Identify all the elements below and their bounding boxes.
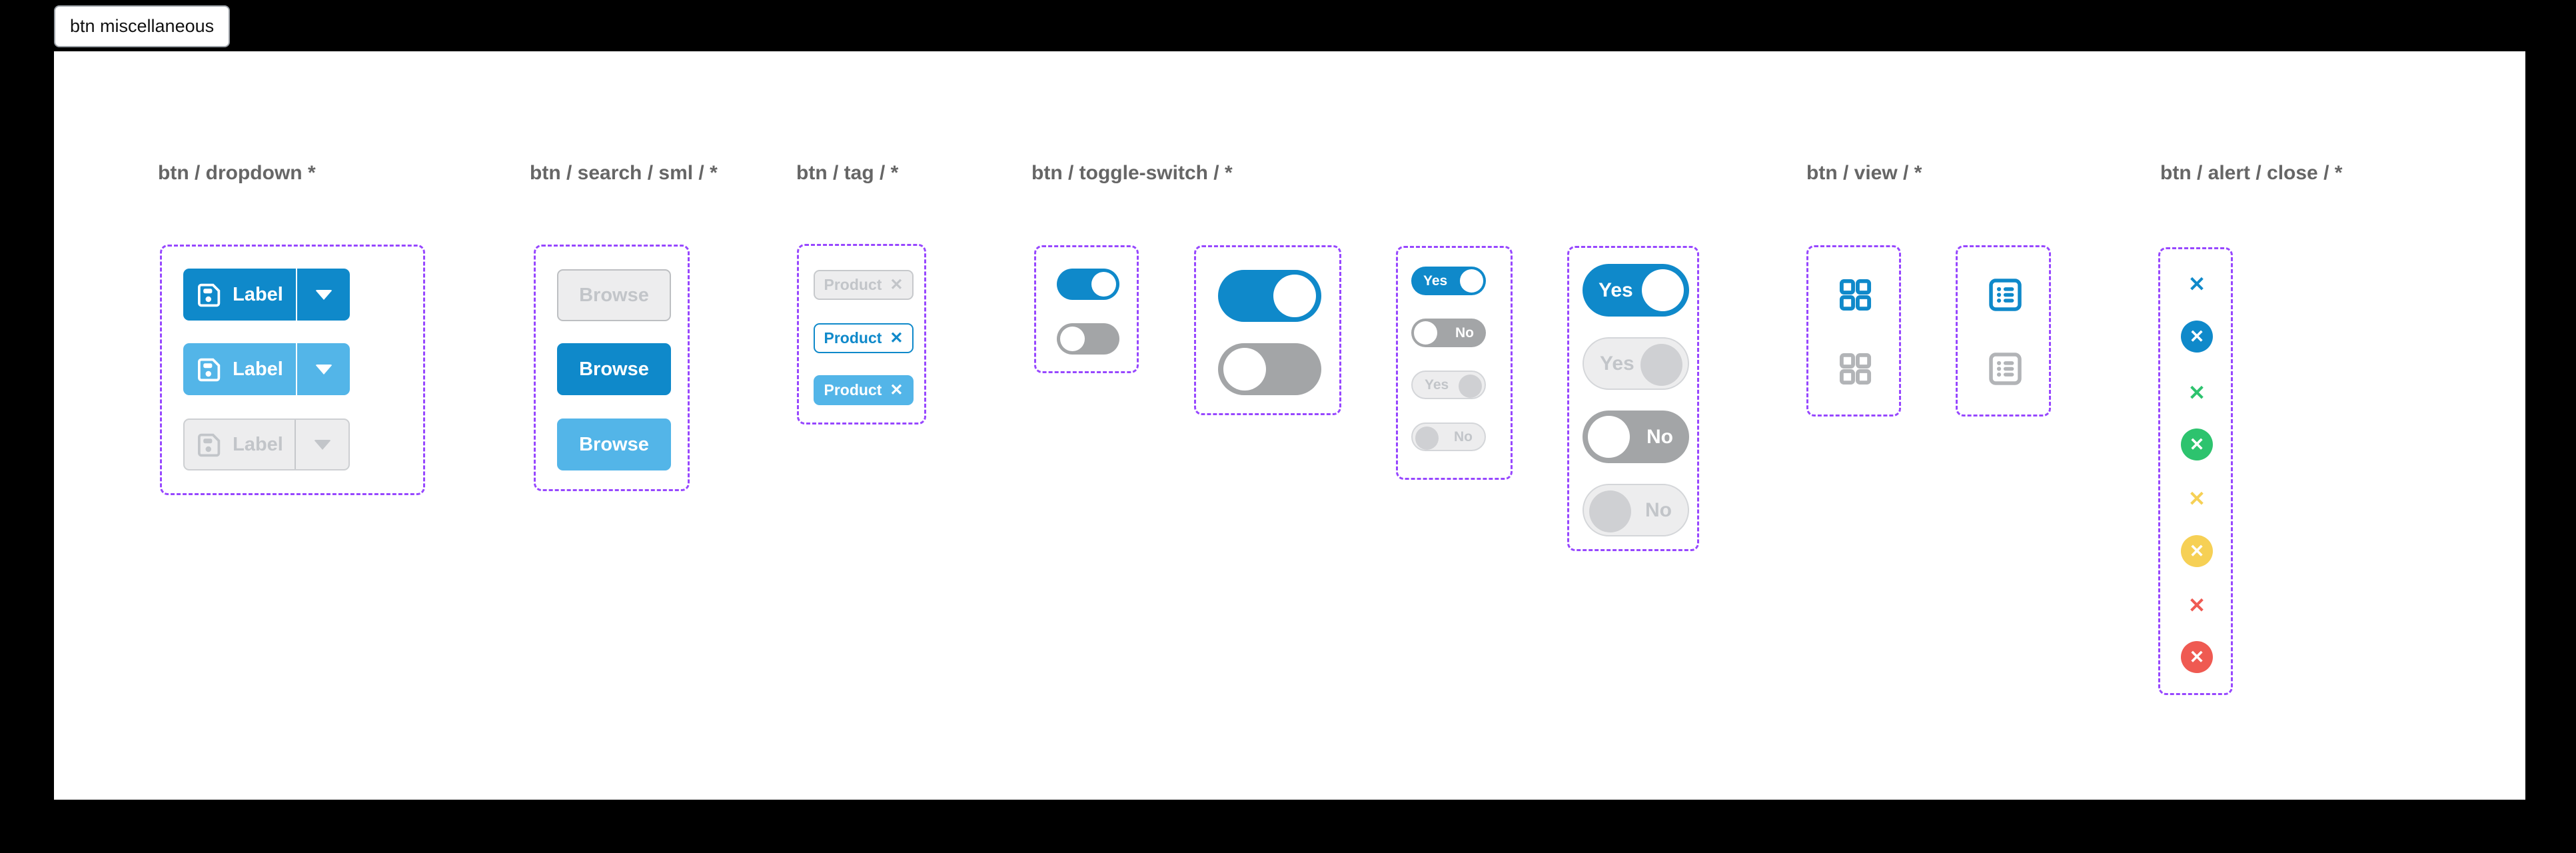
component-group-view-list <box>1956 245 2051 417</box>
toggle-label: No <box>1645 498 1672 521</box>
design-canvas: btn / dropdown * Label Label Label <box>54 51 2525 800</box>
toggle-no-off[interactable]: No <box>1411 319 1486 347</box>
close-circle-icon-red[interactable]: ✕ <box>2181 641 2213 673</box>
dropdown-button-main: Label <box>183 269 296 321</box>
toggle-no-disabled: No <box>1411 423 1486 451</box>
close-icon[interactable]: ✕ <box>890 329 904 347</box>
frame-name-tab[interactable]: btn miscellaneous <box>54 5 231 47</box>
close-icon[interactable]: ✕ <box>890 381 904 399</box>
toggle-large-off[interactable] <box>1218 343 1321 395</box>
caret-down-icon <box>315 364 332 375</box>
browse-button-primary[interactable]: Browse <box>557 343 671 395</box>
component-group-dropdown: Label Label Label <box>160 245 425 495</box>
toggle-knob <box>1459 375 1482 398</box>
component-group-view-grid <box>1806 245 1901 417</box>
tag-label: Product <box>824 329 882 347</box>
grid-view-icon-active[interactable] <box>1837 277 1874 313</box>
toggle-no-off-large[interactable]: No <box>1583 411 1689 463</box>
tag-label: Product <box>824 276 882 293</box>
component-group-alert-close: ✕ ✕ ✕ ✕ ✕ ✕ ✕ ✕ <box>2158 247 2233 695</box>
toggle-yes-on[interactable]: Yes <box>1411 267 1486 295</box>
dropdown-arrow-segment[interactable] <box>296 269 350 321</box>
toggle-no-disabled-large: No <box>1583 484 1689 536</box>
dropdown-button-label: Label <box>233 433 283 455</box>
toggle-knob <box>1415 426 1439 450</box>
component-group-search: Browse Browse Browse <box>534 245 690 491</box>
toggle-label: Yes <box>1599 279 1633 301</box>
component-group-toggle-small-labeled: Yes No Yes No <box>1396 246 1513 480</box>
toggle-yes-on-large[interactable]: Yes <box>1583 264 1689 317</box>
toggle-label: Yes <box>1425 377 1449 393</box>
dropdown-button-disabled: Label <box>183 419 350 470</box>
toggle-yes-disabled: Yes <box>1411 371 1486 399</box>
save-icon <box>196 356 223 383</box>
tag-disabled: Product ✕ <box>814 270 914 300</box>
section-heading-view: btn / view / * <box>1806 162 1922 184</box>
section-heading-toggle-switch: btn / toggle-switch / * <box>1031 162 1233 184</box>
toggle-knob <box>1460 269 1483 293</box>
section-heading-tag: btn / tag / * <box>796 162 899 184</box>
toggle-label: No <box>1646 425 1673 448</box>
close-icon-green[interactable]: ✕ <box>2188 381 2206 405</box>
toggle-knob <box>1414 321 1437 345</box>
toggle-yes-disabled-large: Yes <box>1583 337 1689 390</box>
tag-label: Product <box>824 381 882 399</box>
frame-name-label: btn miscellaneous <box>70 16 215 36</box>
toggle-label: No <box>1454 428 1473 444</box>
tag-filled[interactable]: Product ✕ <box>814 375 914 405</box>
toggle-knob <box>1640 344 1682 386</box>
toggle-knob <box>1223 348 1266 391</box>
toggle-large-on[interactable] <box>1218 270 1321 322</box>
dropdown-button-label: Label <box>233 358 283 380</box>
component-group-toggle-small <box>1034 245 1139 373</box>
dropdown-arrow-segment[interactable] <box>296 343 350 395</box>
save-icon <box>196 281 223 308</box>
dropdown-arrow-segment <box>295 420 348 469</box>
close-circle-icon-green[interactable]: ✕ <box>2181 428 2213 460</box>
dropdown-button-label: Label <box>233 283 283 305</box>
component-group-toggle-large-labeled: Yes Yes No No <box>1567 246 1699 551</box>
list-view-icon-inactive[interactable] <box>1987 351 2024 387</box>
toggle-knob <box>1588 416 1630 458</box>
section-heading-dropdown: btn / dropdown * <box>158 162 316 184</box>
section-heading-alert-close: btn / alert / close / * <box>2160 162 2343 184</box>
toggle-label: Yes <box>1600 352 1634 375</box>
browse-button-disabled: Browse <box>557 269 671 321</box>
dropdown-button-main: Label <box>185 420 295 469</box>
close-circle-icon-yellow[interactable]: ✕ <box>2181 535 2213 567</box>
toggle-small-off[interactable] <box>1057 323 1119 355</box>
browse-button-secondary[interactable]: Browse <box>557 419 671 470</box>
component-group-tag: Product ✕ Product ✕ Product ✕ <box>797 244 926 425</box>
tag-outline[interactable]: Product ✕ <box>814 323 914 353</box>
toggle-knob <box>1060 327 1085 351</box>
caret-down-icon <box>313 439 331 450</box>
close-icon-blue[interactable]: ✕ <box>2188 272 2206 296</box>
close-icon-red[interactable]: ✕ <box>2188 593 2206 617</box>
list-view-icon-active[interactable] <box>1987 277 2024 313</box>
caret-down-icon <box>315 289 332 300</box>
toggle-label: Yes <box>1423 273 1448 289</box>
close-icon-yellow[interactable]: ✕ <box>2188 486 2206 510</box>
toggle-knob <box>1642 269 1684 311</box>
dropdown-button-main: Label <box>183 343 296 395</box>
toggle-knob <box>1273 275 1316 317</box>
dropdown-button-secondary[interactable]: Label <box>183 343 350 395</box>
component-group-toggle-large <box>1194 245 1341 415</box>
toggle-knob <box>1589 490 1631 532</box>
grid-view-icon-inactive[interactable] <box>1837 351 1874 387</box>
section-heading-search: btn / search / sml / * <box>530 162 718 184</box>
close-circle-icon-blue[interactable]: ✕ <box>2181 321 2213 353</box>
save-icon <box>196 431 223 458</box>
toggle-small-on[interactable] <box>1057 269 1119 300</box>
toggle-label: No <box>1455 325 1474 341</box>
toggle-knob <box>1091 272 1116 297</box>
dropdown-button-primary[interactable]: Label <box>183 269 350 321</box>
close-icon: ✕ <box>890 275 904 294</box>
